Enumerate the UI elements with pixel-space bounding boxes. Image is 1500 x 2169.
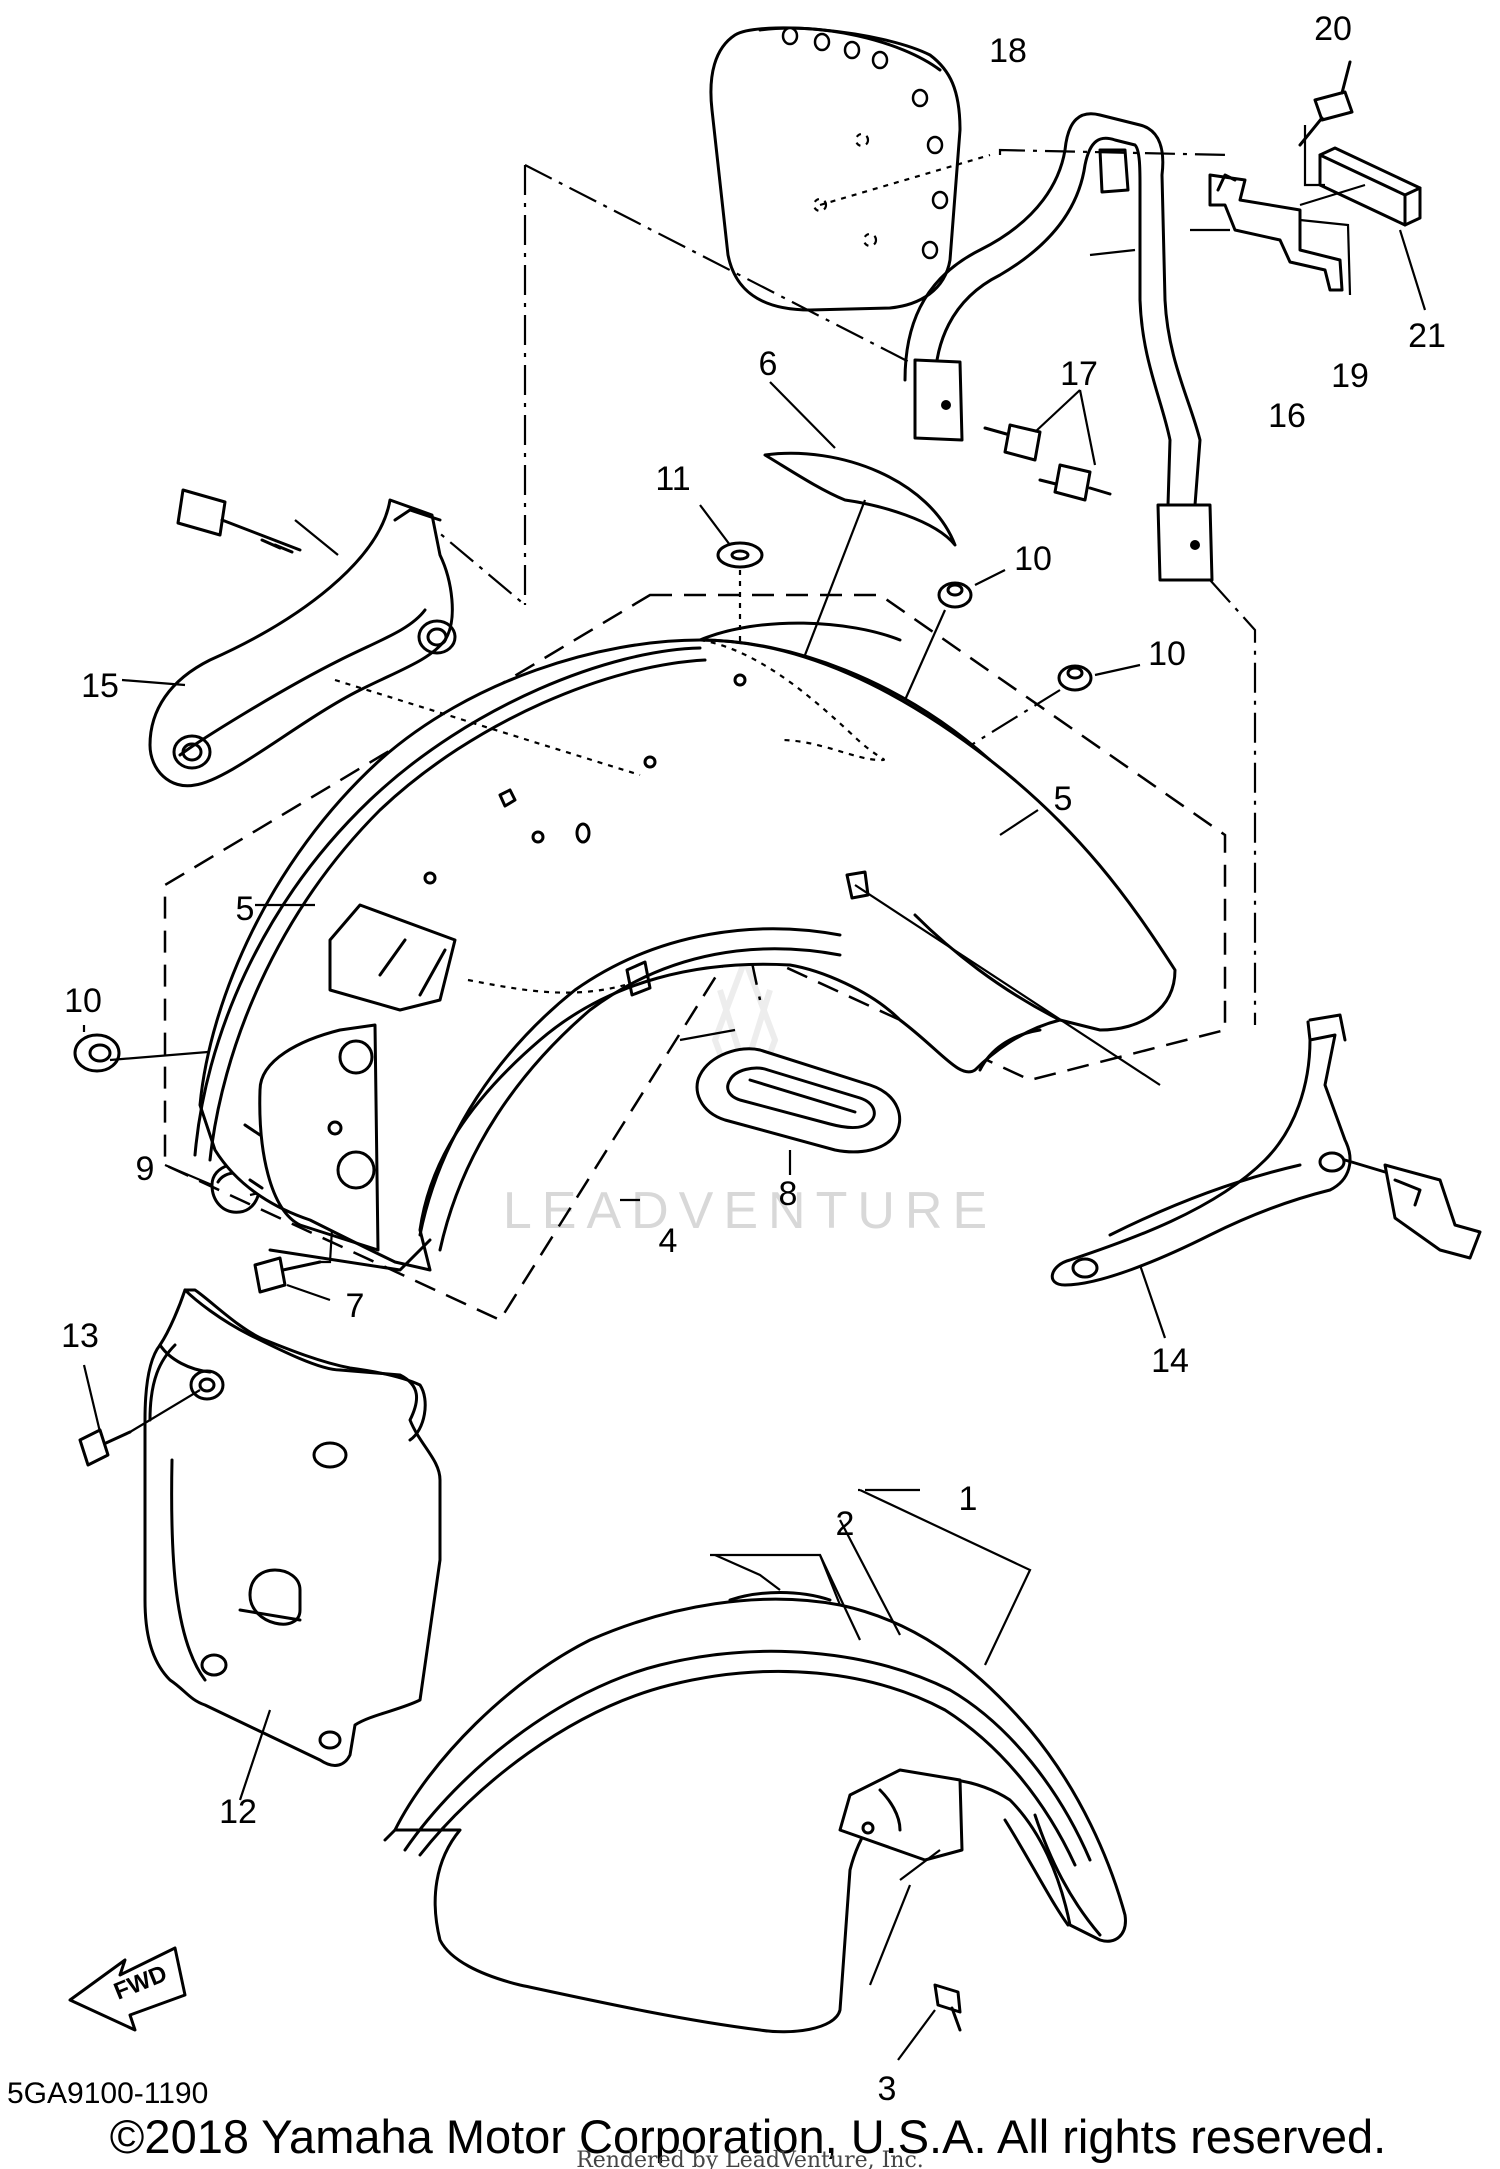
bolts-part-17 [983,389,1112,502]
callout-5a: 5 [236,890,255,928]
callout-15: 15 [81,667,119,705]
callout-12: 12 [219,1793,257,1831]
callout-19: 19 [1331,357,1369,395]
callout-16: 16 [1268,397,1306,435]
bolt-part-7 [253,1178,366,1302]
diagram-code: 5GA9100-1190 [7,2077,208,2110]
callout-10c: 10 [64,982,102,1020]
grab-rail-part-14 [1051,1013,1352,1339]
callout-4: 4 [659,1222,678,1260]
callout-21: 21 [1408,317,1446,355]
rear-fender-part-4 [193,621,1177,1272]
callout-2: 2 [836,1505,855,1543]
callout-8: 8 [779,1175,798,1213]
callout-18: 18 [989,32,1027,70]
backrest-pad-part-18 [709,26,991,312]
callout-3: 3 [878,2070,897,2108]
grab-rail-bolt-left [176,488,302,554]
fwd-arrow: FWD [68,1946,187,2032]
callout-9: 9 [136,1150,155,1188]
copyright: ©2018 Yamaha Motor Corporation, U.S.A. A… [110,2110,1386,2163]
grommet-part-10-right [954,663,1141,756]
callout-labels: 1 2 3 4 5 5 6 7 8 9 10 10 10 11 12 13 14… [61,10,1446,2108]
front-fender-part-1 [383,1488,1127,2034]
callout-11: 11 [655,460,690,498]
bolt-part-3 [897,1983,962,2061]
watermark-text: LEADVENTURE [503,1182,997,1240]
callout-17: 17 [1060,355,1098,393]
pad-part-21 [1299,146,1427,311]
emblem-part-8 [695,1047,902,1175]
callout-14: 14 [1151,1342,1189,1380]
fender-trim-part-6 [763,381,957,656]
grommet-part-10-top [903,569,1006,701]
callout-13: 13 [61,1317,99,1355]
grab-rail-part-15 [121,498,457,788]
bolt-part-13 [78,1364,201,1467]
bracket-part-19 [1190,173,1352,296]
callout-1: 1 [959,1480,978,1518]
callout-5b: 5 [1054,780,1073,818]
callout-10b: 10 [1148,635,1186,673]
backrest-stay-part-16 [903,112,1214,582]
callout-7: 7 [346,1287,365,1325]
side-cover-part-12 [143,1288,442,1801]
callout-6: 6 [759,345,778,383]
callout-20: 20 [1314,10,1352,48]
grab-rail-bolt-right [1343,1158,1482,1260]
callout-10a: 10 [1014,540,1052,578]
rendered-by: Rendered by LeadVenture, Inc. [576,2148,924,2169]
bolt-part-20 [1298,60,1354,187]
